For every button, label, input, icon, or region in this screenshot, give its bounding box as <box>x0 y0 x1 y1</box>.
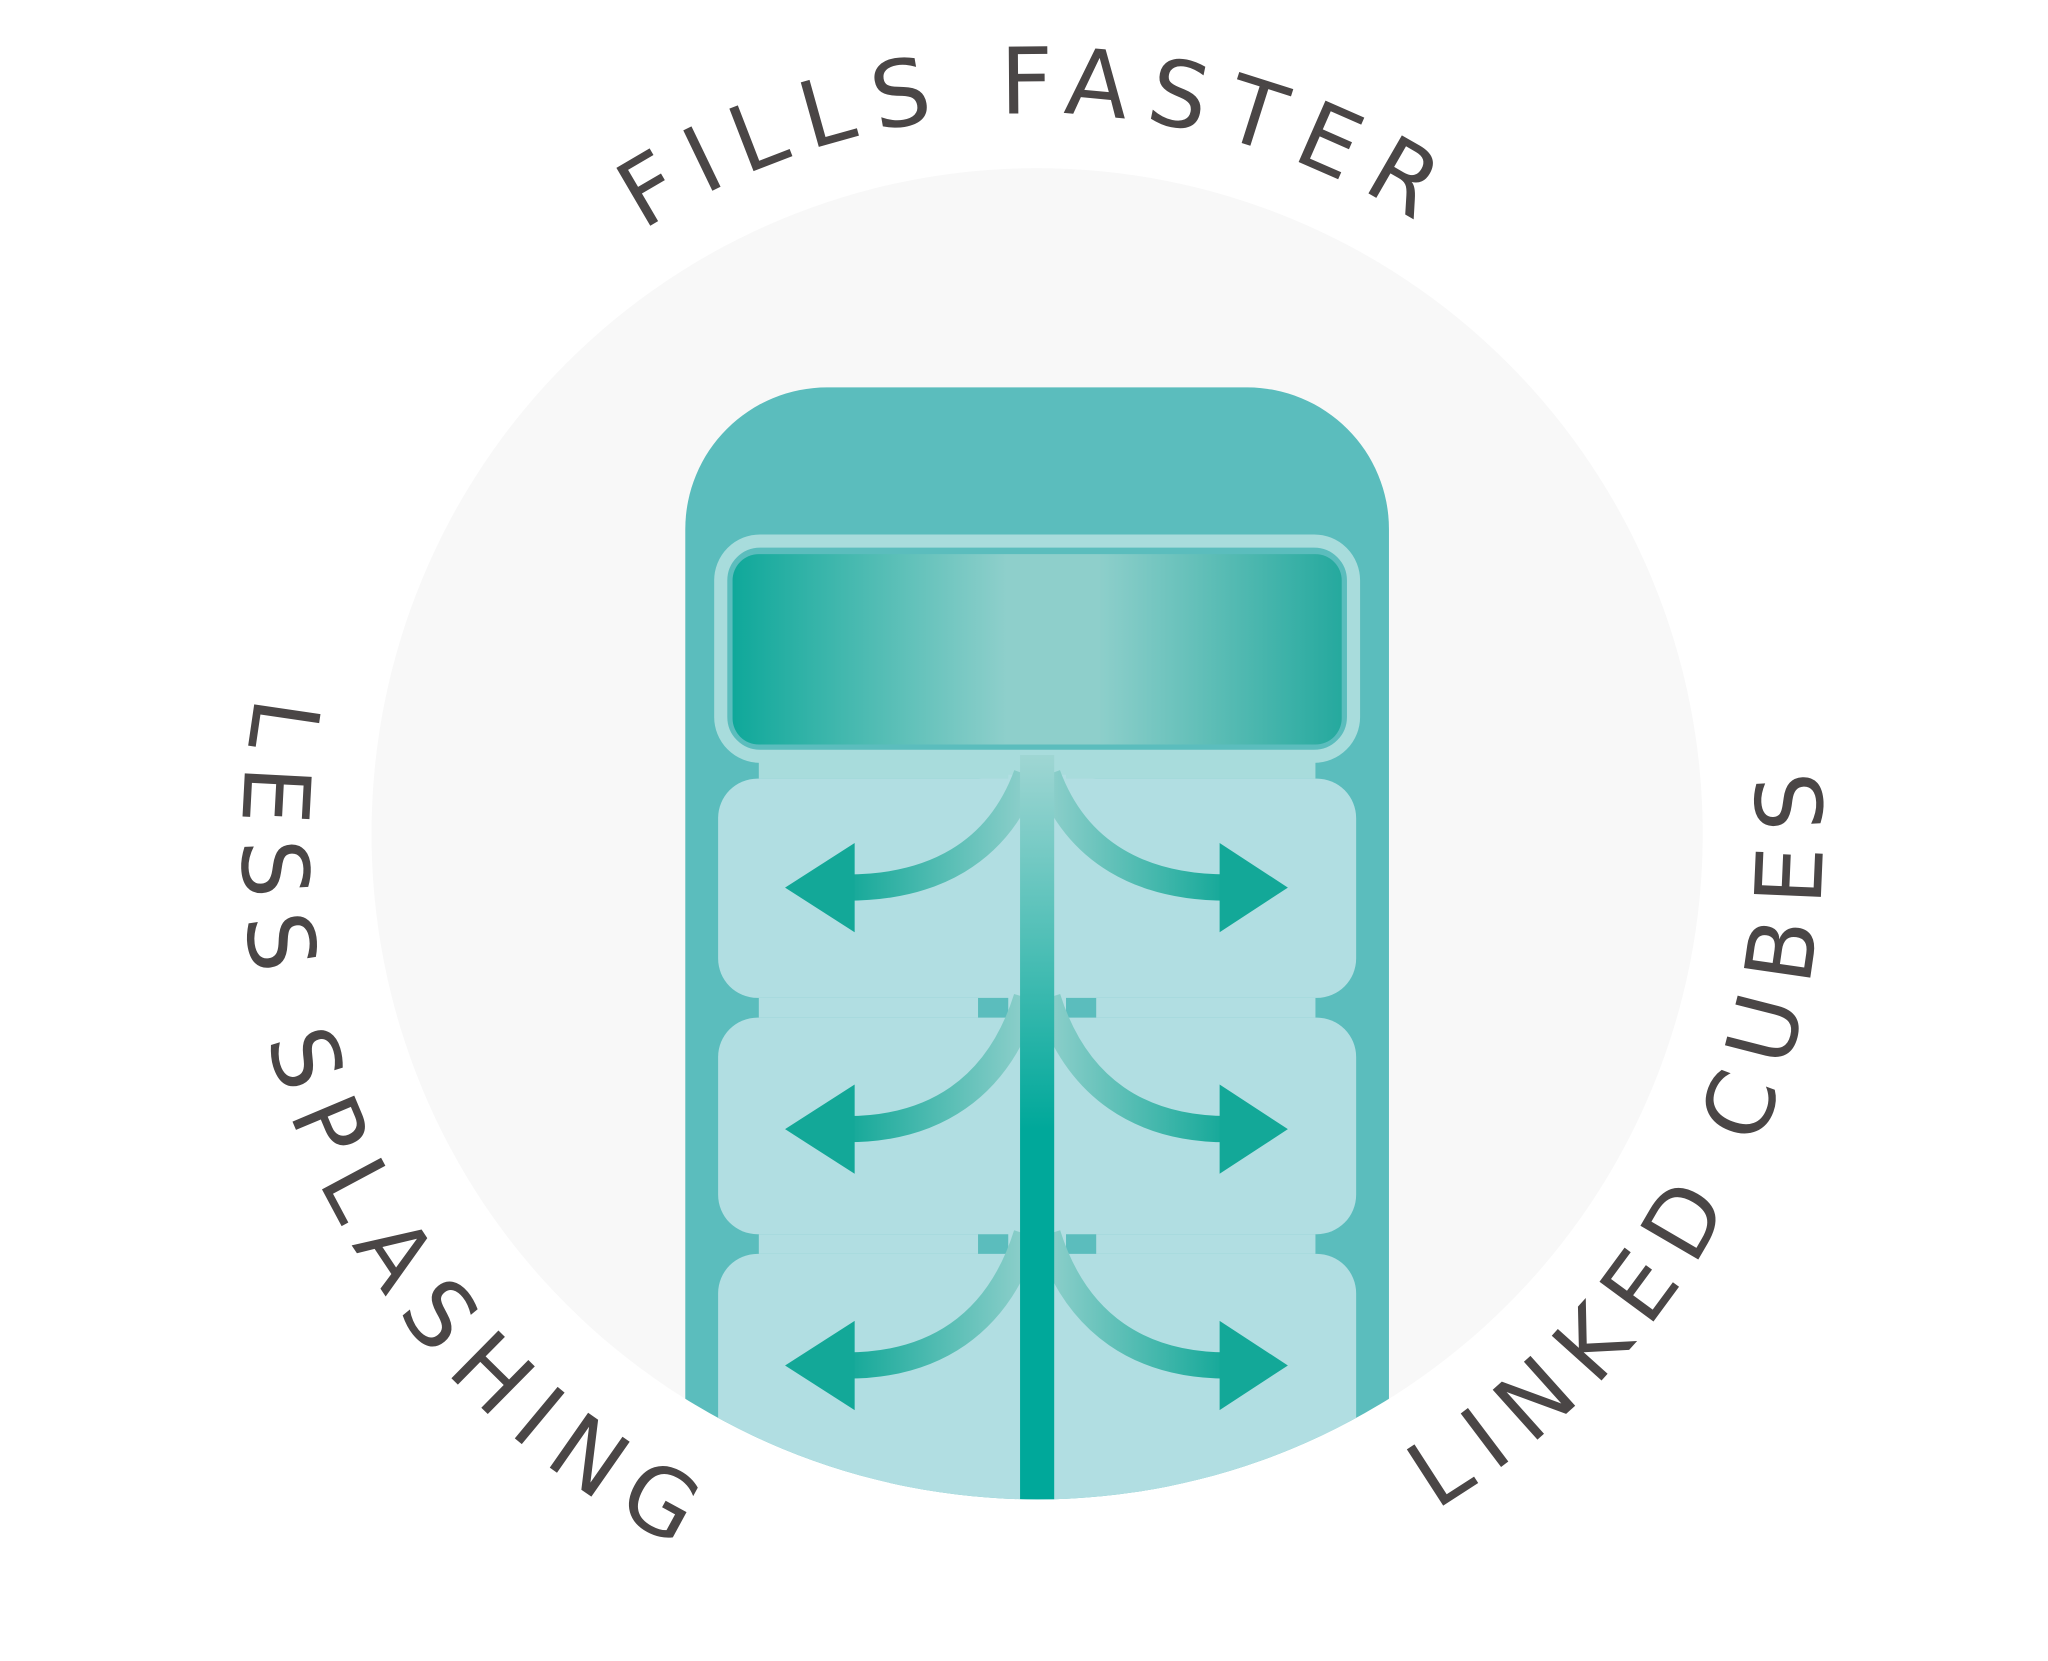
arrowhead-right-icon <box>1219 1084 1288 1174</box>
connector-left-2 <box>758 1234 979 1254</box>
arrowhead-right-icon <box>1219 1320 1288 1411</box>
central-pipe <box>1020 755 1055 1500</box>
flow-arrow-left-1 <box>846 769 1039 901</box>
flow-arrows <box>846 769 1228 1379</box>
flow-arrow-right-2 <box>1035 993 1228 1143</box>
flow-arrow-right-3 <box>1035 1230 1228 1379</box>
arrowhead-left-icon <box>785 1084 855 1174</box>
arrowhead-left-icon <box>785 842 855 933</box>
tray-illustration <box>685 387 1389 1500</box>
arrowhead-left-icon <box>785 1320 855 1411</box>
connector-left-3 <box>758 1473 979 1493</box>
top-reservoir <box>732 554 1342 745</box>
flow-arrow-right-1 <box>1035 769 1228 901</box>
flow-arrow-left-2 <box>846 993 1040 1143</box>
arrowheads <box>785 842 1288 1411</box>
connector-right-2 <box>1096 1234 1316 1254</box>
arrowhead-right-icon <box>1219 842 1288 933</box>
flow-arrow-left-3 <box>846 1230 1040 1379</box>
connector-right-3 <box>1096 1473 1316 1493</box>
connector-right-1 <box>1096 997 1316 1018</box>
connector-left-1 <box>758 997 979 1018</box>
